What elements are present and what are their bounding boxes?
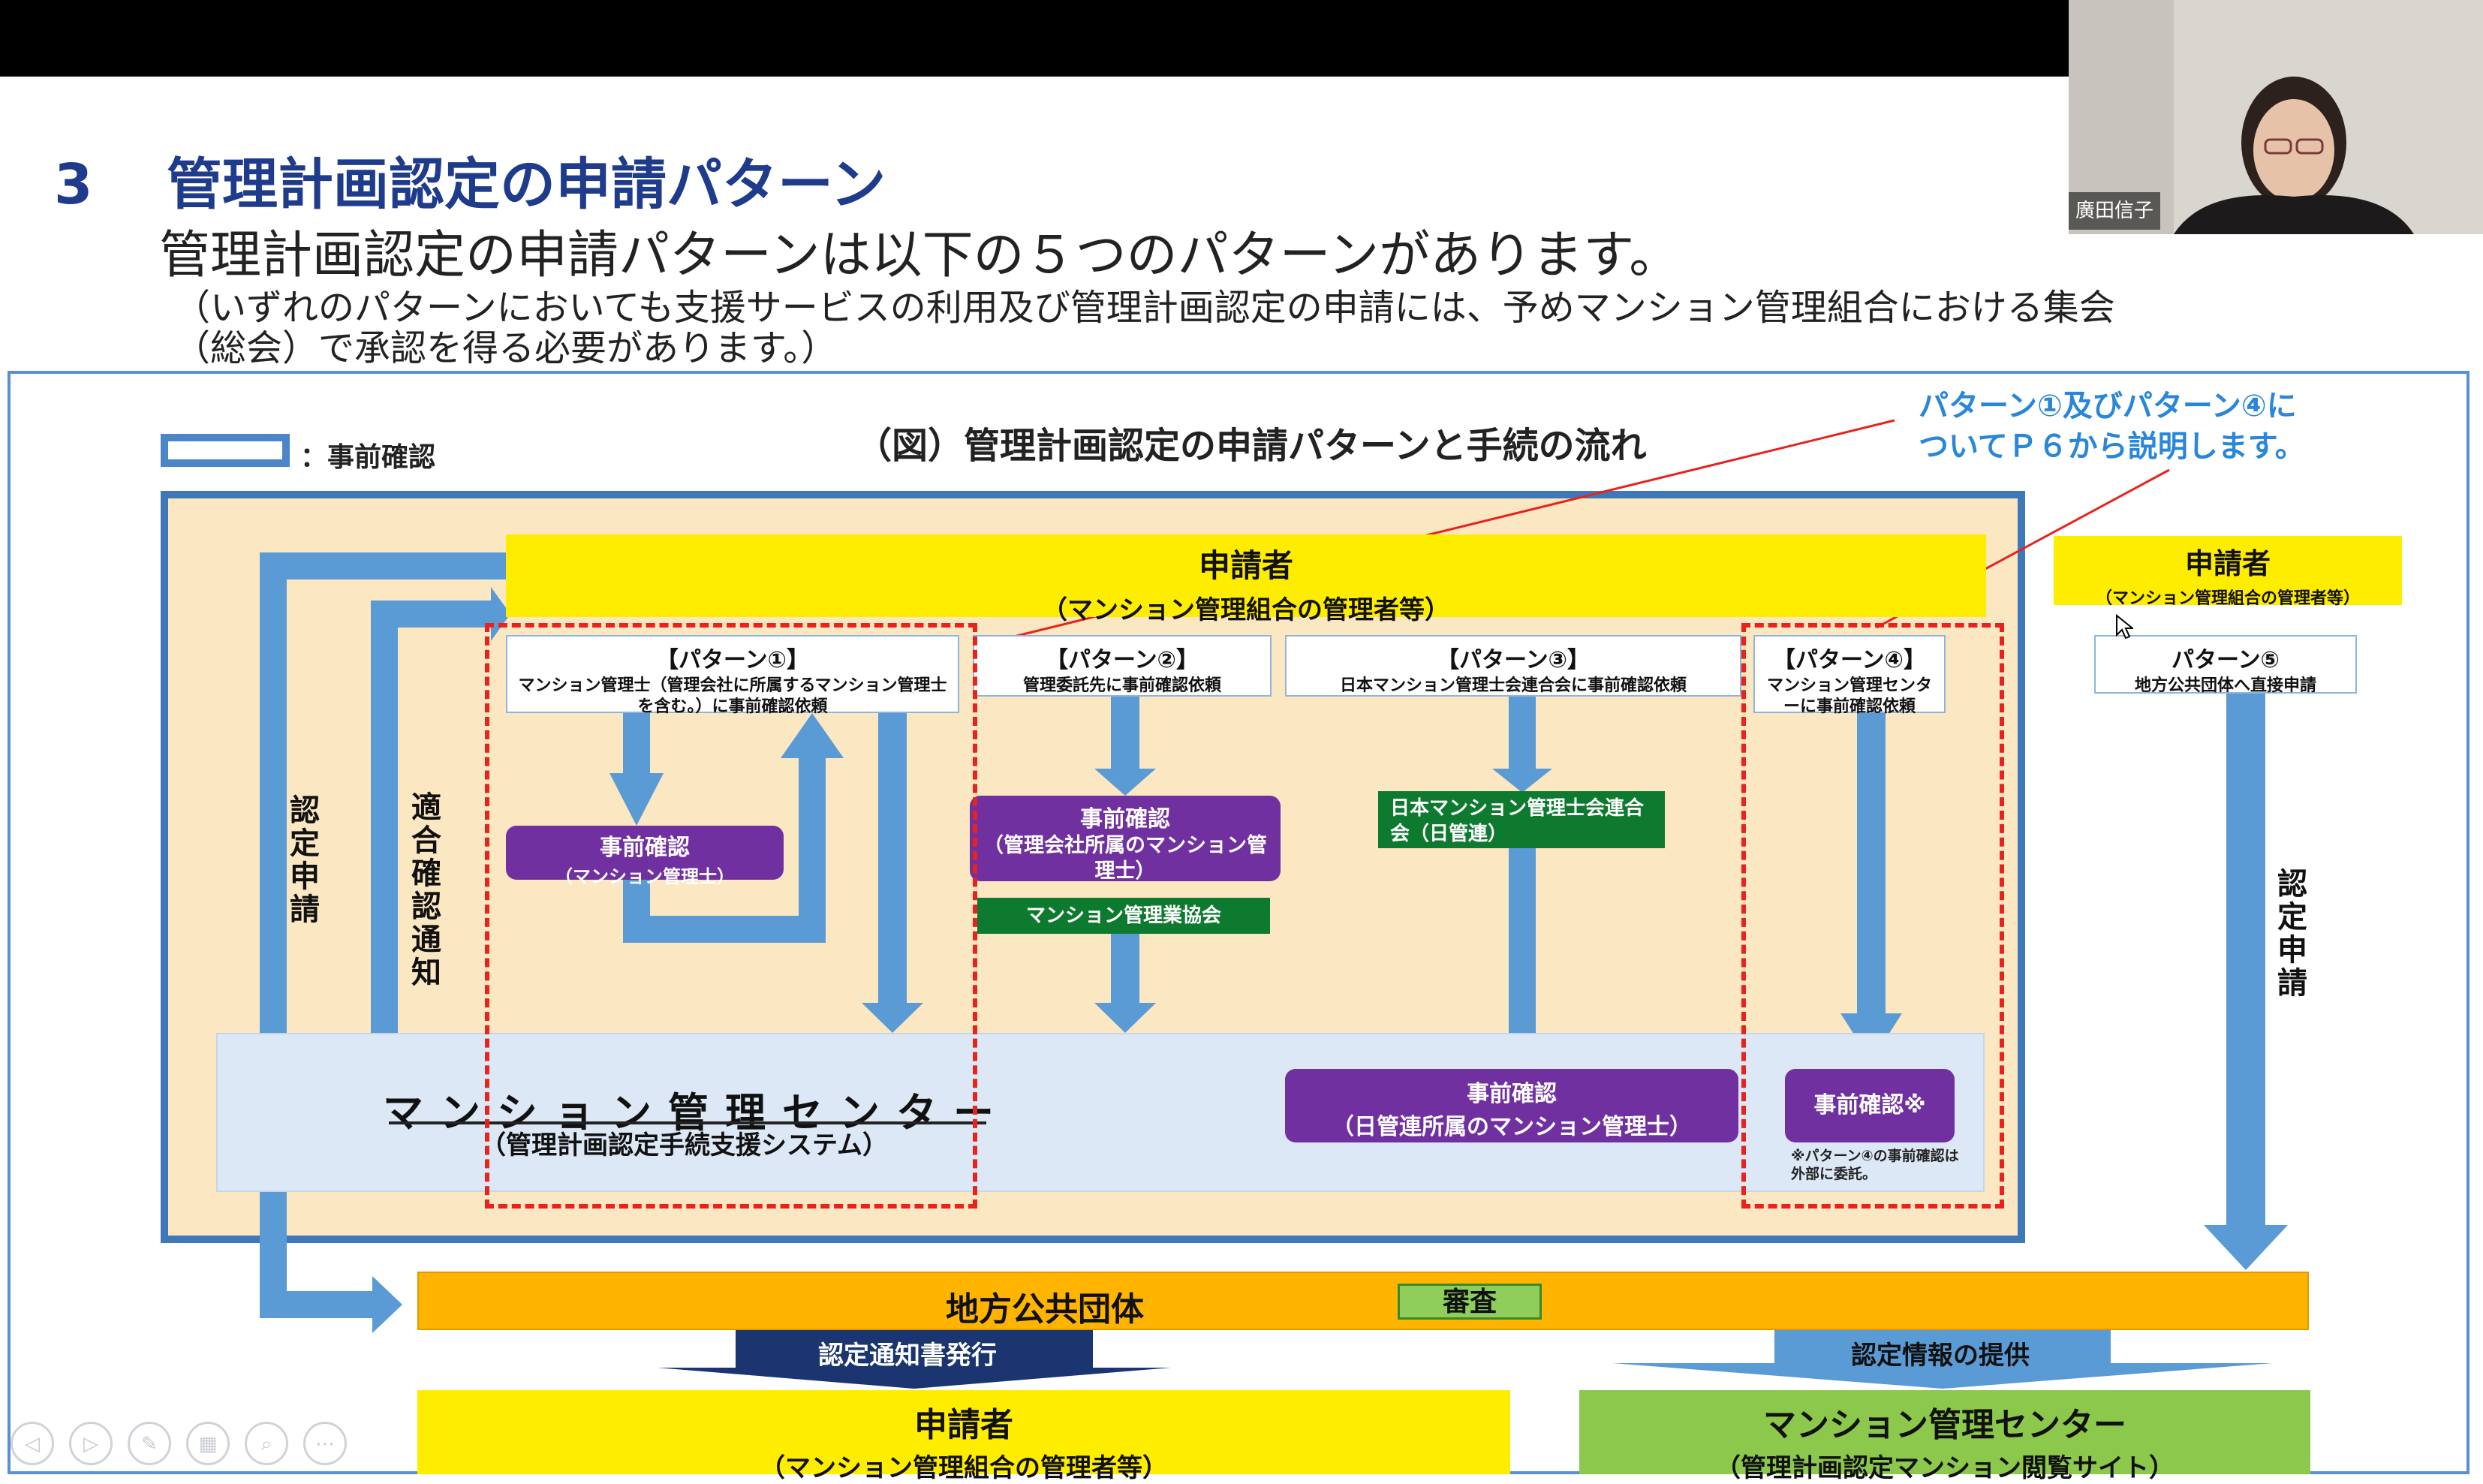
applicant-right-name: 申請者 (2184, 547, 2271, 580)
slides-grid-icon[interactable]: ▦ (186, 1422, 230, 1465)
applicant-bottom-detail: （マンション管理組合の管理者等） (760, 1453, 1168, 1483)
arrow-segment (799, 751, 826, 943)
applicant-right-box: 申請者 （マンション管理組合の管理者等） (2054, 536, 2402, 608)
pattern-5-desc: 地方公共団体へ直接申請 (2134, 676, 2316, 695)
pattern-3-title: 【パターン③】 (1437, 647, 1590, 673)
prev-slide-icon[interactable]: ◁ (11, 1422, 54, 1465)
arrow-segment (371, 601, 491, 628)
check-3-detail: （日管連所属のマンション管理士） (1332, 1114, 1692, 1140)
arrow-head (862, 1003, 923, 1033)
next-slide-icon[interactable]: ▷ (69, 1422, 113, 1465)
pattern-3-box: 【パターン③】 日本マンション管理士会連合会に事前確認依頼 (1285, 635, 1741, 697)
zoom-icon[interactable]: ⌕ (245, 1422, 288, 1465)
pattern-4-box: 【パターン④】 マンション管理センターに事前確認依頼 (1753, 635, 1946, 716)
pattern-4-title: 【パターン④】 (1773, 647, 1926, 673)
slide-title: 3 管理計画認定の申請パターン (54, 140, 886, 220)
arrow-segment (623, 713, 650, 773)
arrow-segment (260, 1291, 372, 1318)
pattern-5-box: パターン⑤ 地方公共団体へ直接申請 (2094, 635, 2357, 695)
pattern-1-box: 【パターン①】 マンション管理士（管理会社に所属するマンション管理士を含む。）に… (506, 635, 959, 716)
arrow-head (2204, 1225, 2288, 1270)
applicant-bottom-box: 申請者 （マンション管理組合の管理者等） (417, 1390, 1510, 1483)
applicant-right-detail: （マンション管理組合の管理者等） (2095, 589, 2360, 608)
slide-note-line2: （総会）で承認を得る必要があります。） (174, 327, 838, 369)
arrow-head (372, 1276, 402, 1333)
pen-icon[interactable]: ✎ (128, 1422, 171, 1465)
arrow-segment (1509, 697, 1536, 769)
local-government-bar (417, 1272, 2309, 1330)
provide-arrow (1612, 1330, 2273, 1389)
management-center-title: マンション管理センター (383, 1089, 1010, 1136)
nikkanren-box: 日本マンション管理士会連合会（日管連） (1378, 791, 1665, 848)
pattern-2-box: 【パターン②】 管理委託先に事前確認依頼 (973, 635, 1272, 697)
highlight-pattern-1 (485, 623, 977, 1209)
check-2-name: 事前確認 (1080, 806, 1170, 832)
provide-label: 認定情報の提供 (1851, 1341, 2030, 1371)
pattern-4-desc: マンション管理センターに事前確認依頼 (1766, 676, 1932, 716)
arrow-segment (260, 552, 507, 579)
participant-name-tag: 廣田信子 (2069, 192, 2160, 230)
check-2-detail: （管理会社所属のマンション管理士） (983, 834, 1267, 883)
arrow-segment (371, 601, 398, 1033)
pattern-5-title: パターン⑤ (2171, 647, 2280, 673)
check-box-3: 事前確認 （日管連所属のマンション管理士） (1285, 1069, 1738, 1142)
association-box: マンション管理業協会 (977, 898, 1270, 934)
arrow-head (609, 773, 664, 826)
pattern-1-title: 【パターン①】 (656, 647, 809, 673)
figure-title: （図）管理計画認定の申請パターンと手続の流れ (856, 425, 1647, 467)
pattern-2-desc: 管理委託先に事前確認依頼 (1022, 676, 1221, 695)
check-3-name: 事前確認 (1467, 1081, 1557, 1107)
slide-title-text: 管理計画認定の申請パターン (167, 152, 886, 217)
callout-line1: パターン①及びパターン④に (1919, 389, 2297, 423)
check-1-name: 事前確認 (600, 835, 690, 861)
issue-label: 認定通知書発行 (818, 1341, 997, 1371)
label-application-right: 認定申請 (2277, 867, 2307, 1001)
issue-arrow (658, 1330, 1171, 1389)
pattern-1-desc: マンション管理士（管理会社に所属するマンション管理士を含む。）に事前確認依頼 (518, 676, 947, 716)
management-center-underline (389, 1121, 986, 1124)
arrow-segment (2226, 692, 2265, 1225)
arrow-segment (1111, 697, 1139, 769)
review-badge: 審査 (1398, 1284, 1542, 1320)
pattern-2-title: 【パターン②】 (1046, 647, 1199, 673)
center-bottom-name: マンション管理センター (1763, 1406, 2126, 1444)
center-bottom-detail: （管理計画認定マンション閲覧サイト） (1715, 1453, 2175, 1483)
arrow-head (781, 713, 844, 758)
pattern-4-footnote: ※パターン④の事前確認は外部に委託。 (1791, 1148, 1959, 1182)
arrow-head (1094, 1003, 1156, 1033)
callout-line2: ついてＰ６から説明します。 (1919, 429, 2305, 464)
applicant-top-detail: （マンション管理組合の管理者等） (1042, 595, 1450, 625)
legend-swatch (161, 434, 290, 467)
callout-text: パターン①及びパターン④に ついてＰ６から説明します。 (1919, 386, 2305, 467)
label-compliance-notice: 適合確認通知 (411, 790, 441, 990)
center-bottom-box: マンション管理センター （管理計画認定マンション閲覧サイト） (1579, 1390, 2310, 1483)
check-box-2: 事前確認 （管理会社所属のマンション管理士） (970, 796, 1281, 883)
more-options-icon[interactable]: ⋯ (303, 1422, 347, 1465)
arrow-segment (623, 916, 826, 943)
arrow-head (491, 587, 510, 641)
local-government-label: 地方公共団体 (946, 1290, 1144, 1329)
check-box-4: 事前確認※ (1785, 1069, 1955, 1142)
label-application-left: 認定申請 (290, 793, 320, 927)
applicant-top-name: 申請者 (1198, 547, 1293, 584)
arrow-segment (878, 713, 907, 1003)
management-center-subtitle: （管理計画認定手続支援システム） (480, 1130, 888, 1160)
slide-subtitle: 管理計画認定の申請パターンは以下の５つのパターンがあります。 (159, 226, 1681, 285)
highlight-pattern-4 (1741, 623, 2004, 1209)
check-box-1: 事前確認 （マンション管理士） (506, 826, 784, 887)
arrow-segment (1111, 931, 1139, 1003)
arrow-head (1492, 769, 1552, 793)
pattern-3-desc: 日本マンション管理士会連合会に事前確認依頼 (1339, 676, 1687, 695)
mouse-cursor-icon (2116, 614, 2133, 640)
arrow-segment (1857, 713, 1886, 1013)
check-1-detail: （マンション管理士） (555, 866, 735, 887)
arrow-head (1094, 769, 1156, 796)
slide-note-line1: （いずれのパターンにおいても支援サービスの利用及び管理計画認定の申請には、予めマ… (174, 287, 2115, 329)
slide-number: 3 (54, 152, 93, 217)
applicant-bottom-name: 申請者 (914, 1406, 1013, 1444)
legend-label: ：事前確認 (300, 442, 436, 473)
applicant-top-box: 申請者 （マンション管理組合の管理者等） (506, 534, 1986, 625)
